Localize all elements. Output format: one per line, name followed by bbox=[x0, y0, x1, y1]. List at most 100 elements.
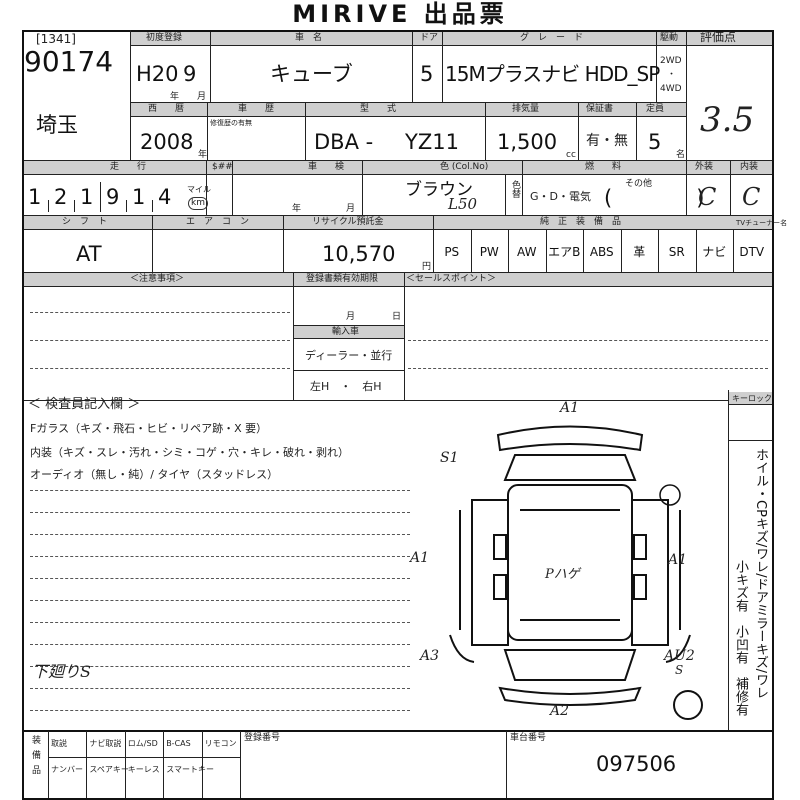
right-vertical-1: ホイル・CPキズ/ワレ/ドアミラーキズ/ワレ bbox=[753, 448, 768, 700]
notes-label: ＜注意事項＞ bbox=[130, 274, 185, 284]
shift-label: シ フ ト bbox=[62, 217, 108, 227]
drive-label: 駆動 bbox=[660, 33, 679, 43]
equipment-item: AW bbox=[517, 245, 537, 259]
damage-s-right: S bbox=[675, 663, 684, 677]
mileage-digit: 2 bbox=[54, 185, 68, 209]
color-label: 色 (Col.No) bbox=[440, 162, 489, 172]
car-name-value: キューブ bbox=[270, 62, 353, 86]
right-side bbox=[631, 499, 669, 646]
inspector-line-2: 内装（キズ・スレ・汚れ・シミ・コゲ・穴・キレ・破れ・剥れ） bbox=[30, 446, 349, 459]
doors-value: 5 bbox=[420, 62, 434, 86]
inspector-line-1: Fガラス（キズ・飛石・ヒビ・リペア跡・X 要） bbox=[30, 422, 268, 435]
bottom-item: 取説 bbox=[51, 739, 67, 748]
dealer-option: ディーラー・並行 bbox=[305, 349, 393, 362]
grade-value: 15Mプラスナビ HDD_SP bbox=[445, 62, 660, 86]
equipment-item: DTV bbox=[739, 245, 765, 259]
bottom-item: B-CAS bbox=[166, 739, 191, 748]
mileage-digit: 1 bbox=[80, 185, 94, 209]
mileage-label: 走 行 bbox=[110, 162, 147, 172]
capacity-value: 5 bbox=[648, 130, 662, 154]
chassis-number-label: 車台番号 bbox=[510, 733, 547, 743]
equipment-item: PW bbox=[479, 245, 499, 259]
equipment-item: 革 bbox=[633, 245, 646, 259]
bottom-side-label: 装備品 bbox=[30, 735, 40, 780]
bottom-item: スペアキー bbox=[89, 765, 129, 774]
displacement-label: 排気量 bbox=[512, 104, 540, 114]
door-label: ドア bbox=[420, 33, 439, 43]
shaken-hist-label: 車 歴 bbox=[238, 104, 275, 114]
score-label: 評価点 bbox=[700, 30, 737, 44]
bottom-item: ロム/SD bbox=[127, 739, 158, 748]
keylock-label: キーロック bbox=[732, 394, 772, 403]
color-code: L50 bbox=[448, 195, 478, 213]
capacity-label: 定員 bbox=[646, 104, 665, 114]
front-bumper bbox=[498, 686, 642, 706]
miles-label: マイル bbox=[187, 185, 211, 194]
equipment-label: 純 正 装 備 品 bbox=[540, 217, 622, 227]
warranty-value: 有・無 bbox=[586, 133, 628, 149]
form-title: MIRIVE 出品票 bbox=[292, 0, 508, 28]
exterior-label: 外装 bbox=[695, 162, 714, 172]
tv-label: TVチューナー名 bbox=[736, 219, 788, 227]
equipment-item: ナビ bbox=[702, 245, 727, 259]
rear-bumper bbox=[496, 425, 644, 452]
grade-label: グ レ ー ド bbox=[520, 33, 584, 43]
mileage-digit: 4 bbox=[158, 185, 172, 209]
lot-box: [1341] bbox=[36, 32, 76, 46]
windshield bbox=[503, 649, 637, 681]
model-prefix: DBA - bbox=[314, 130, 374, 154]
left-side bbox=[471, 499, 509, 646]
km-label: km bbox=[188, 197, 208, 210]
import-car-label: 輸入車 bbox=[332, 327, 360, 337]
model-value: YZ11 bbox=[405, 130, 459, 154]
damage-a1-top: A1 bbox=[560, 400, 580, 416]
aircon-label: エ ア コ ン bbox=[186, 217, 250, 227]
persons-suffix: 名 bbox=[676, 150, 686, 160]
year-suffix: 年 bbox=[198, 150, 208, 160]
displacement-value: 1,500 bbox=[497, 130, 558, 154]
drive-2wd: 2WD bbox=[660, 56, 682, 66]
equipment-item: SR bbox=[668, 245, 685, 259]
bottom-item: ナビ取説 bbox=[89, 739, 122, 748]
year-month-label: 年 月 bbox=[170, 92, 207, 102]
damage-s-top: S1 bbox=[440, 450, 459, 466]
reg-expiry-label: 登録書類有効期限 bbox=[306, 274, 379, 284]
seireki-label: 西 暦 bbox=[148, 104, 185, 114]
drive-4wd: 4WD bbox=[660, 84, 682, 94]
inspection-year: 年 bbox=[292, 204, 302, 214]
reg-number-label: 登録番号 bbox=[244, 733, 281, 743]
damage-au2: AU2 bbox=[664, 648, 695, 664]
yen-suffix: 円 bbox=[422, 262, 432, 272]
sales-point-label: ＜セールスポイント＞ bbox=[406, 274, 497, 284]
damage-a3: A3 bbox=[420, 648, 440, 664]
fuel-value: G・D・電気 bbox=[530, 190, 591, 203]
bottom-item: ナンバー bbox=[51, 765, 83, 774]
bottom-item: スマートキー bbox=[166, 765, 214, 774]
exterior-grade: C bbox=[698, 183, 717, 211]
warranty-label: 保証書 bbox=[586, 104, 614, 114]
era-value: H20 bbox=[136, 62, 179, 86]
handle-option: 左H ・ 右H bbox=[310, 380, 382, 393]
inspection-label: 車 検 bbox=[308, 162, 345, 172]
fuel-bracket: ( ) bbox=[604, 186, 705, 210]
damage-a2: A2 bbox=[550, 703, 570, 719]
inspector-line-3: オーディオ（無し・純）/ タイヤ（スタッドレス） bbox=[30, 468, 279, 481]
equipment-item: PS bbox=[444, 245, 460, 259]
shift-value: AT bbox=[76, 242, 102, 266]
drive-dot: ・ bbox=[667, 70, 677, 80]
mileage-digit: 1 bbox=[28, 185, 42, 209]
interior-grade: C bbox=[742, 183, 761, 211]
reg-month: 月 bbox=[346, 312, 356, 322]
damage-a1-left: A1 bbox=[410, 550, 430, 566]
equipment-item: エアB bbox=[548, 245, 581, 259]
under-note: 下廻りS bbox=[32, 662, 91, 681]
month-value: 9 bbox=[183, 62, 197, 86]
right-window-1 bbox=[633, 534, 647, 560]
car-damage-diagram bbox=[449, 425, 703, 720]
color-change: 色替 bbox=[510, 180, 520, 198]
equipment-item: ABS bbox=[589, 245, 614, 259]
left-window-1 bbox=[493, 534, 507, 560]
bottom-item: リモコン bbox=[204, 739, 237, 748]
fuel-label: 燃 料 bbox=[585, 162, 622, 172]
right-vertical-2: 小キズ有 小凹有 補修有 bbox=[733, 560, 748, 716]
